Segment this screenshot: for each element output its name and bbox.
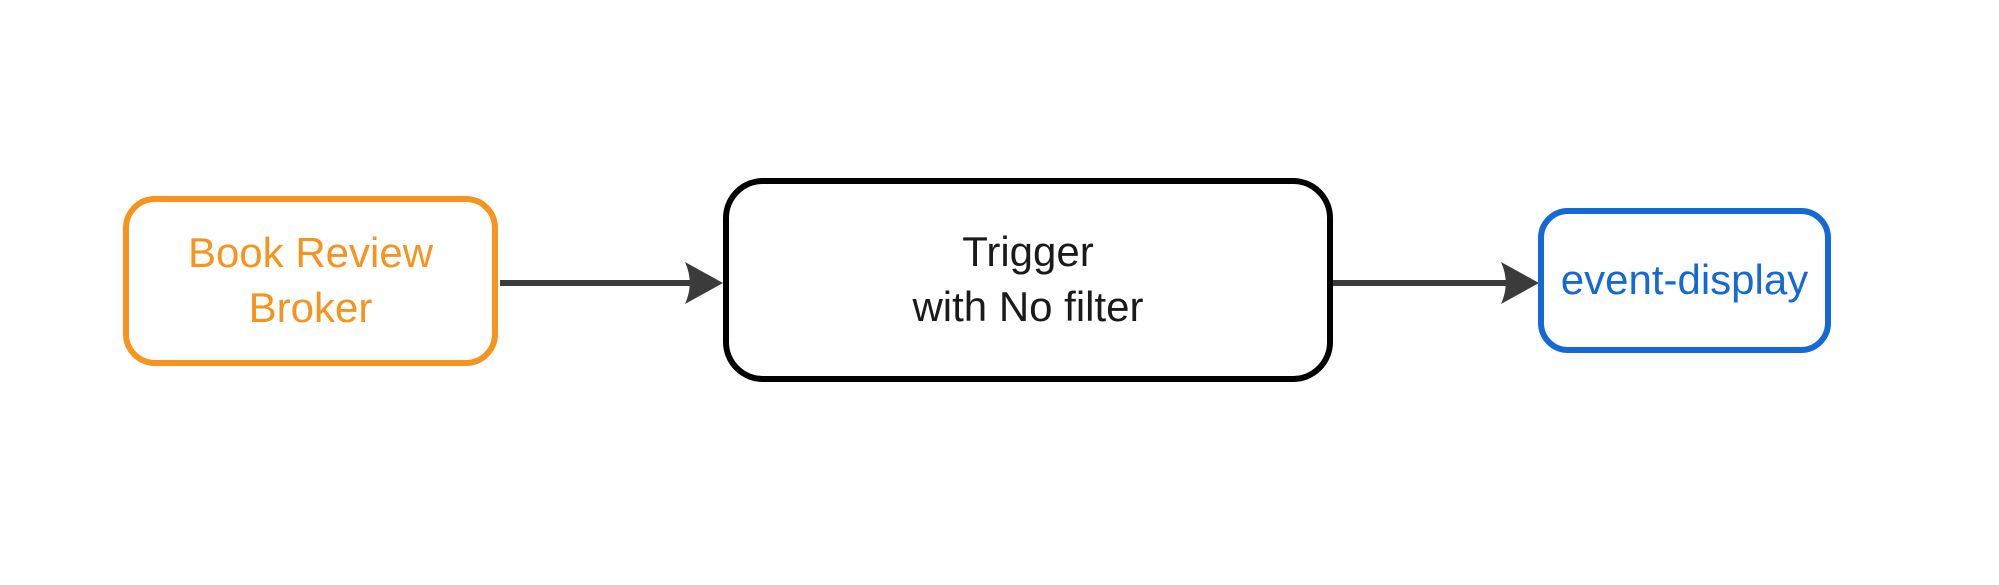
node-label-line: with No filter [912, 283, 1144, 330]
node-trigger: Trigger with No filter [723, 178, 1333, 382]
node-label-line: event-display [1560, 256, 1809, 304]
edge-arrowhead [1501, 262, 1539, 304]
node-label-line: Book Review [187, 229, 434, 277]
node-label-line: Broker [248, 284, 373, 331]
node-event-display: event-display [1538, 208, 1831, 353]
node-label-line: Trigger [962, 228, 1094, 276]
node-book-review-broker: Book Review Broker [123, 196, 498, 366]
edge-trigger-to-sink [1333, 262, 1539, 304]
edge-arrowhead [685, 262, 723, 304]
edge-broker-to-trigger [500, 262, 723, 304]
